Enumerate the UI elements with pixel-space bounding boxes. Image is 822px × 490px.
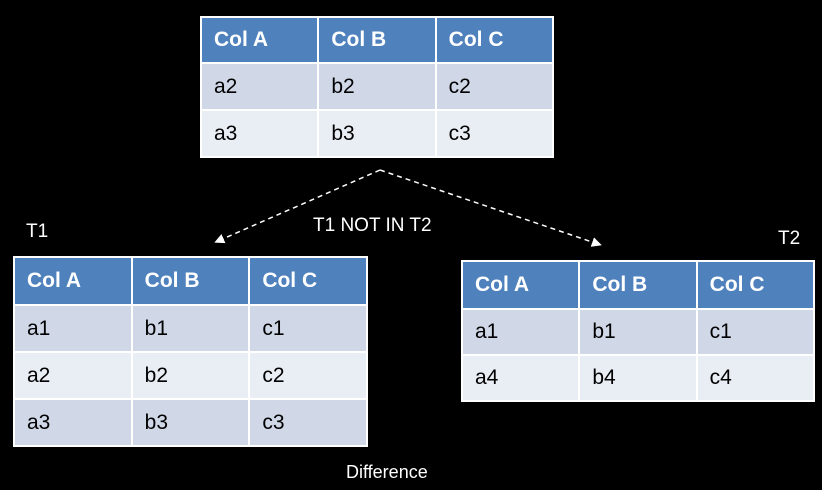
t1-table: Col A Col B Col C a1 b1 c1 a2 b2 c2 a3 b…: [13, 256, 368, 447]
table-cell: c4: [696, 355, 814, 402]
diagram-caption: Difference: [346, 462, 428, 482]
table-header-row: Col A Col B Col C: [462, 261, 814, 310]
table-cell: a2: [14, 352, 133, 400]
header-cell: Col A: [14, 257, 133, 306]
table-cell: b2: [318, 63, 437, 111]
table-cell: c3: [249, 399, 367, 447]
operation-label: T1 NOT IN T2: [313, 215, 432, 236]
header-cell: Col A: [462, 261, 581, 310]
table-cell: b3: [131, 399, 251, 447]
arrow-to-t2: [379, 169, 602, 247]
table-cell: c1: [696, 309, 814, 356]
table-cell: c1: [249, 305, 367, 353]
table-cell: a1: [14, 305, 133, 353]
header-cell: Col B: [131, 257, 251, 306]
table-row: a3 b3 c3: [201, 110, 553, 158]
table-cell: c3: [435, 110, 553, 158]
t2-table: Col A Col B Col C a1 b1 c1 a4 b4 c4: [461, 260, 815, 402]
table-row: a1 b1 c1: [14, 305, 367, 353]
header-cell: Col C: [249, 257, 367, 306]
table-header-row: Col A Col B Col C: [14, 257, 367, 306]
table-cell: b4: [579, 355, 698, 402]
table-cell: a4: [462, 355, 581, 402]
table-cell: a3: [201, 110, 320, 158]
table-row: a2 b2 c2: [14, 352, 367, 400]
t2-label: T2: [778, 228, 801, 249]
result-table: Col A Col B Col C a2 b2 c2 a3 b3 c3: [200, 16, 554, 158]
t1-label: T1: [26, 221, 49, 242]
table-row: a2 b2 c2: [201, 63, 553, 111]
header-cell: Col B: [318, 17, 437, 64]
table-cell: b2: [131, 352, 251, 400]
table-cell: c2: [435, 63, 553, 111]
table-header-row: Col A Col B Col C: [201, 17, 553, 64]
table-row: a4 b4 c4: [462, 355, 814, 402]
table-cell: a2: [201, 63, 320, 111]
table-cell: a3: [14, 399, 133, 447]
header-cell: Col A: [201, 17, 320, 64]
table-cell: b3: [318, 110, 437, 158]
table-cell: b1: [131, 305, 251, 353]
header-cell: Col B: [579, 261, 698, 310]
table-row: a3 b3 c3: [14, 399, 367, 447]
table-row: a1 b1 c1: [462, 309, 814, 356]
header-cell: Col C: [696, 261, 814, 310]
arrow-to-t1: [214, 169, 381, 244]
table-cell: b1: [579, 309, 698, 356]
table-cell: a1: [462, 309, 581, 356]
header-cell: Col C: [435, 17, 553, 64]
table-cell: c2: [249, 352, 367, 400]
